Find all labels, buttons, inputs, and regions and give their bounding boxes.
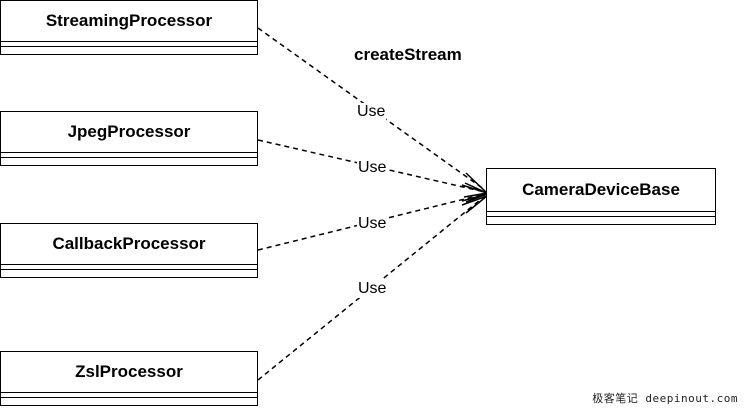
attributes-section	[1, 42, 257, 47]
edge-label-zsl: Use	[357, 280, 388, 298]
create-stream-label: createStream	[354, 45, 462, 64]
watermark: 极客笔记 deepinout.com	[592, 392, 738, 405]
methods-section	[487, 217, 715, 222]
class-zsl-processor[interactable]: ZslProcessor	[0, 351, 258, 406]
edge-label-callback: Use	[357, 215, 388, 233]
class-streaming-processor[interactable]: StreamingProcessor	[0, 0, 258, 55]
edge-callback-to-camera	[257, 193, 486, 251]
attributes-section	[1, 265, 257, 270]
class-name: ZslProcessor	[1, 352, 257, 393]
class-camera-device-base[interactable]: CameraDeviceBase	[486, 168, 716, 225]
methods-section	[1, 158, 257, 163]
class-name: JpegProcessor	[1, 112, 257, 153]
open-arrowhead-icon	[461, 172, 490, 214]
methods-section	[1, 47, 257, 52]
class-name: StreamingProcessor	[1, 1, 257, 42]
attributes-section	[487, 212, 715, 217]
class-jpeg-processor[interactable]: JpegProcessor	[0, 111, 258, 166]
methods-section	[1, 398, 257, 403]
class-name: CameraDeviceBase	[487, 169, 715, 212]
attributes-section	[1, 153, 257, 158]
edge-jpeg-to-camera	[257, 139, 486, 193]
edge-label-jpeg: Use	[357, 159, 388, 177]
attributes-section	[1, 393, 257, 398]
class-callback-processor[interactable]: CallbackProcessor	[0, 223, 258, 278]
class-name: CallbackProcessor	[1, 224, 257, 265]
edge-label-streaming: Use	[356, 103, 387, 121]
methods-section	[1, 270, 257, 275]
